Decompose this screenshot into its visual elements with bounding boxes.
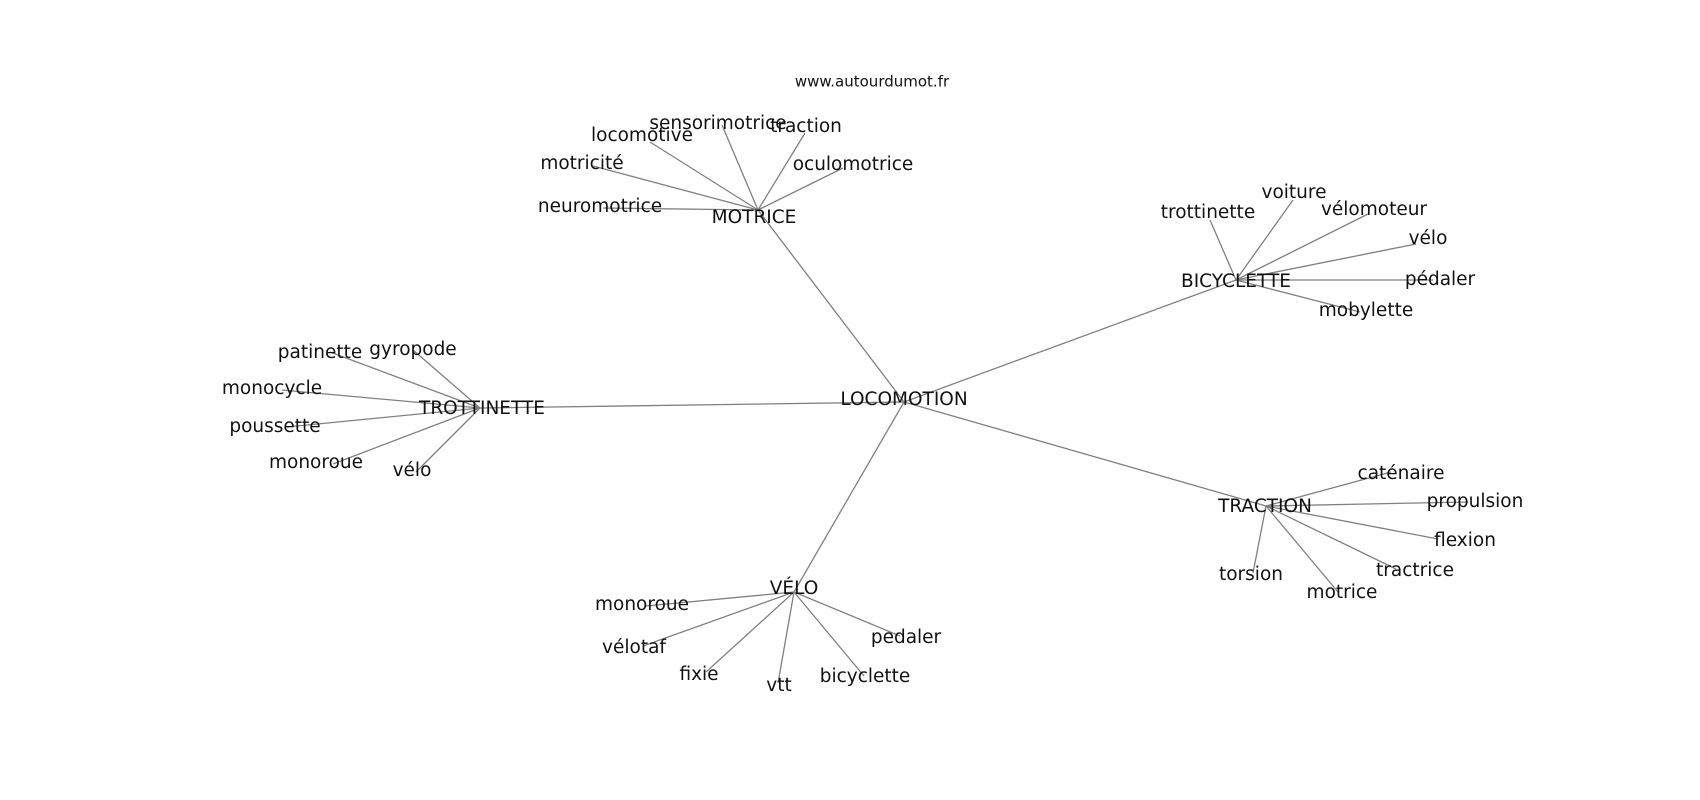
edge-trottinette-leaf [281,389,481,409]
edge-motrice-leaf [757,167,844,211]
leaf-node-traction[interactable]: tractrice [1376,560,1454,581]
edge-bicyclette-leaf [1235,279,1361,313]
leaf-node-motrice[interactable]: motricité [540,153,623,174]
leaf-node-bicyclette[interactable]: voiture [1262,182,1327,203]
leaf-node-motrice[interactable]: sensorimotrice [649,113,786,134]
edge-locomotion-velo [793,401,905,593]
edge-locomotion-trottinette [479,401,905,409]
edge-traction-leaf [1265,505,1439,540]
leaf-node-traction[interactable]: motrice [1307,582,1378,603]
edge-velo-leaf [777,591,795,684]
edge-traction-leaf [1265,501,1469,507]
leaf-node-velo[interactable]: fixie [679,664,718,685]
leaf-node-trottinette[interactable]: patinette [278,342,362,363]
leaf-node-motrice[interactable]: neuromotrice [538,196,662,217]
edge-velo-leaf [793,591,901,637]
edge-velo-leaf [645,591,795,607]
edge-bicyclette-leaf [1209,219,1237,281]
edge-traction-leaf [1265,505,1397,570]
edge-velo-leaf [642,591,795,647]
edge-bicyclette-leaf [1235,243,1417,281]
edge-motrice-leaf [592,165,759,211]
leaf-node-bicyclette[interactable]: pédaler [1405,269,1476,290]
leaf-node-velo[interactable]: vtt [766,675,791,696]
leaf-node-trottinette[interactable]: monocycle [222,378,322,399]
leaf-node-bicyclette[interactable]: vélomoteur [1321,199,1427,220]
leaf-node-traction[interactable]: flexion [1434,530,1496,551]
leaf-node-motrice[interactable]: oculomotrice [793,154,914,175]
leaf-node-traction[interactable]: caténaire [1358,463,1445,484]
edge-traction-leaf [1265,505,1339,593]
node-traction[interactable]: TRACTION [1217,496,1312,517]
edge-trottinette-leaf [412,349,481,409]
edge-motrice-leaf [757,132,806,211]
edge-motrice-leaf [721,124,759,211]
edge-bicyclette-leaf [1235,213,1369,281]
edge-traction-leaf [1265,471,1392,507]
leaf-node-bicyclette[interactable]: trottinette [1161,202,1255,223]
leaf-node-trottinette[interactable]: monoroue [269,452,363,473]
graph-edges [281,124,1469,684]
watermark-text: www.autourdumot.fr [795,73,950,91]
graph-labels: www.autourdumot.fr LOCOMOTION MOTRICE sens… [222,73,1523,697]
edge-trottinette-leaf [415,407,481,473]
edge-locomotion-bicyclette [903,279,1237,403]
leaf-node-bicyclette[interactable]: vélo [1409,228,1448,249]
edge-trottinette-leaf [329,351,481,409]
leaf-node-velo[interactable]: vélotaf [602,637,666,658]
leaf-node-bicyclette[interactable]: mobylette [1319,300,1413,321]
edge-motrice-leaf [649,141,759,211]
leaf-node-velo[interactable]: pedaler [871,627,942,648]
edge-locomotion-motrice [757,209,905,403]
leaf-node-motrice[interactable]: traction [770,116,842,137]
edge-motrice-leaf [602,207,759,211]
edge-locomotion-traction [903,401,1267,507]
edge-bicyclette-leaf [1235,199,1294,281]
leaf-node-velo[interactable]: bicyclette [820,666,911,687]
edge-velo-leaf [705,591,795,673]
node-motrice[interactable]: MOTRICE [712,207,797,228]
edge-trottinette-leaf [332,407,481,465]
node-trottinette[interactable]: TROTTINETTE [418,398,545,419]
leaf-node-traction[interactable]: propulsion [1427,491,1524,512]
edge-traction-leaf [1252,505,1267,574]
leaf-node-traction[interactable]: torsion [1219,564,1283,585]
edge-velo-leaf [793,591,865,677]
leaf-node-motrice[interactable]: locomotive [591,125,693,146]
node-velo[interactable]: VÉLO [770,577,819,599]
leaf-node-velo[interactable]: monoroue [595,594,689,615]
leaf-node-trottinette[interactable]: gyropode [369,339,456,360]
node-locomotion[interactable]: LOCOMOTION [840,389,967,410]
edge-trottinette-leaf [286,407,481,428]
leaf-node-trottinette[interactable]: vélo [393,460,432,481]
node-bicyclette[interactable]: BICYCLETTE [1181,271,1291,292]
leaf-node-trottinette[interactable]: poussette [229,416,320,437]
